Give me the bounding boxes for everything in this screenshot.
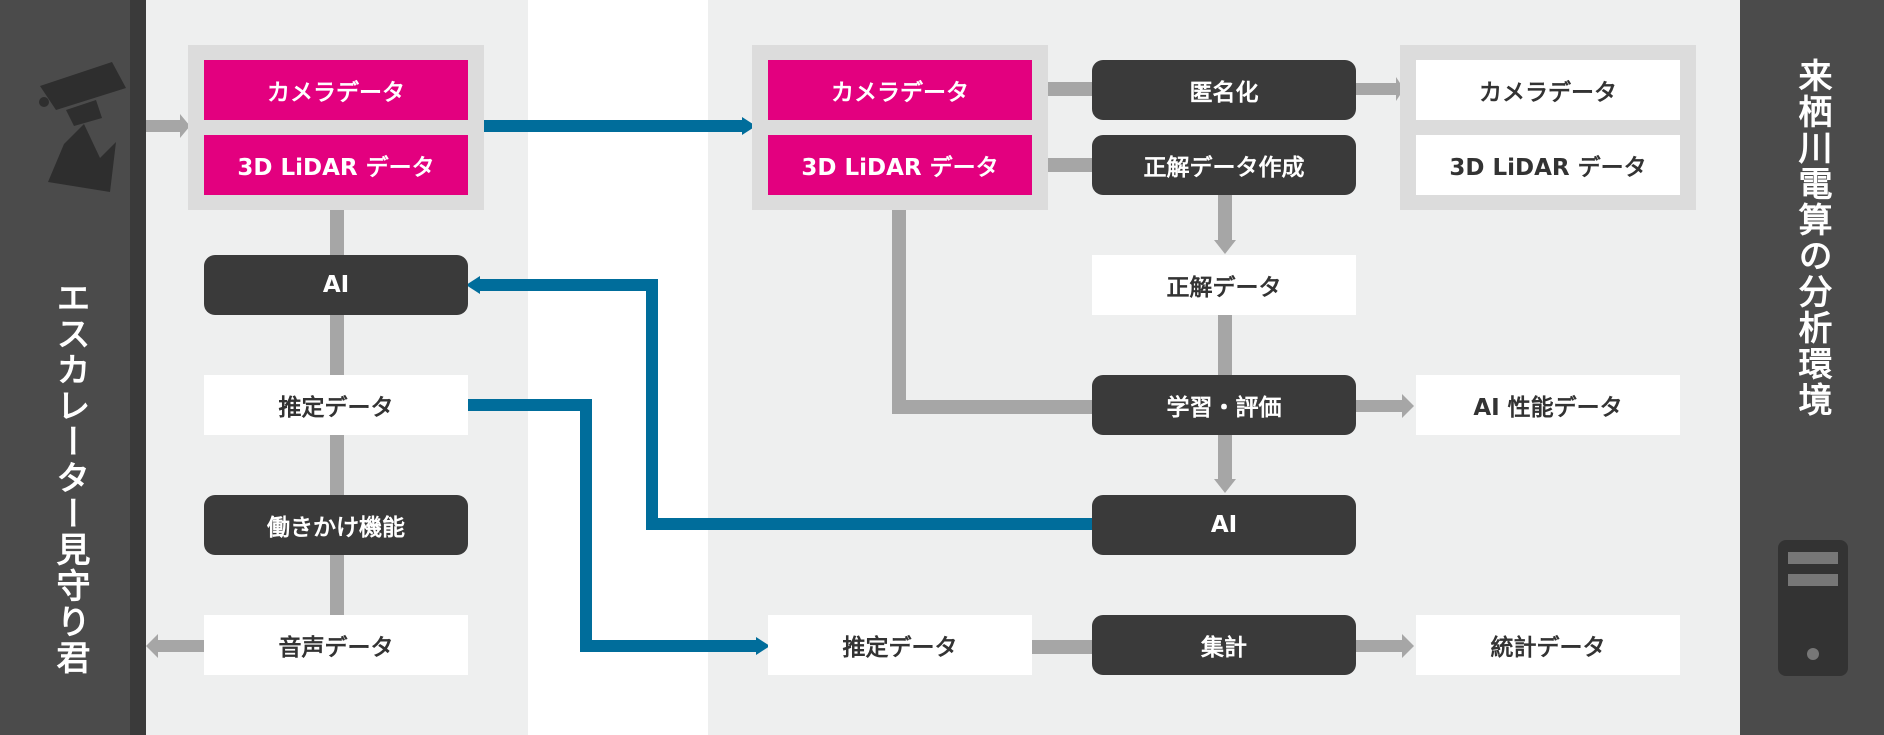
server-tower-icon <box>1778 540 1848 676</box>
ai-performance-data-box: AI 性能データ <box>1416 375 1680 435</box>
aggregate-box: 集計 <box>1092 615 1356 675</box>
right-ai-box: AI <box>1092 495 1356 555</box>
right-sidebar-title: 来栖川電算の分析環境 <box>1792 58 1832 418</box>
statistics-data-box: 統計データ <box>1416 615 1680 675</box>
anonymize-box: 匿名化 <box>1092 60 1356 120</box>
right-estimated-data-box: 推定データ <box>768 615 1032 675</box>
blue-connectors <box>468 120 1092 652</box>
left-sidebar-title: エスカレーター見守り君 <box>50 280 90 676</box>
left-camera-data-box: カメラデータ <box>204 60 468 120</box>
audio-data-box: 音声データ <box>204 615 468 675</box>
gray-connectors <box>146 77 1414 658</box>
right-camera-data-box: カメラデータ <box>768 60 1032 120</box>
left-estimated-data-box: 推定データ <box>204 375 468 435</box>
anonymized-lidar-data-box: 3D LiDAR データ <box>1416 135 1680 195</box>
left-ai-box: AI <box>204 255 468 315</box>
action-function-box: 働きかけ機能 <box>204 495 468 555</box>
left-lidar-data-box: 3D LiDAR データ <box>204 135 468 195</box>
security-camera-icon <box>30 58 130 198</box>
train-eval-box: 学習・評価 <box>1092 375 1356 435</box>
right-lidar-data-box: 3D LiDAR データ <box>768 135 1032 195</box>
anonymized-camera-data-box: カメラデータ <box>1416 60 1680 120</box>
ground-truth-data-box: 正解データ <box>1092 255 1356 315</box>
left-sidebar-edge <box>130 0 146 735</box>
annotation-box: 正解データ作成 <box>1092 135 1356 195</box>
